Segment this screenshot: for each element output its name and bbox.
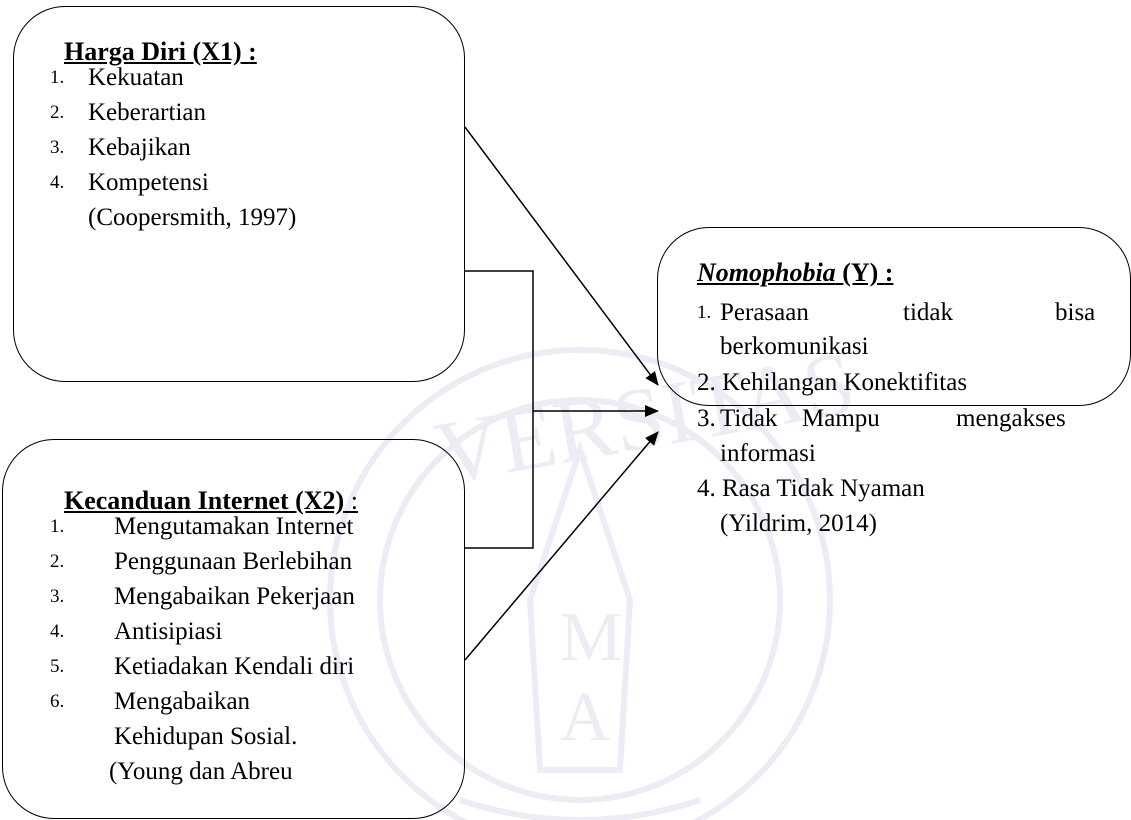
y-item-3-word-3: mengakses xyxy=(956,405,1066,432)
svg-text:A: A xyxy=(560,679,611,756)
box-harga-diri xyxy=(13,6,465,382)
x1-num-1: 1. xyxy=(50,67,65,88)
y-item-1-word-3: bisa xyxy=(1055,299,1096,326)
x2-item-2: Penggunaan Berlebihan xyxy=(114,548,353,575)
x2-item-6: Mengabaikan xyxy=(114,688,251,715)
x2-num-6: 6. xyxy=(50,691,65,712)
x2-item-4: Antisipiasi xyxy=(114,618,223,645)
y-item-1-cont: berkomunikasi xyxy=(720,333,869,360)
bracket-x1-x2 xyxy=(465,270,534,549)
y-citation: (Yildrim, 2014) xyxy=(720,510,877,537)
x2-item-1: Mengutamakan Internet xyxy=(114,513,354,540)
y-item-3-word-2: Mampu xyxy=(802,405,880,432)
y-item-1-word-2: tidak xyxy=(903,299,953,326)
y-title: Nomophobia (Y) : xyxy=(697,258,894,287)
y-num-1: 1. xyxy=(697,302,712,323)
x2-num-3: 3. xyxy=(50,586,65,607)
x2-num-2: 2. xyxy=(50,551,65,572)
x2-item-6-cont: Kehidupan Sosial. xyxy=(114,723,298,750)
y-item-3-word-1: Tidak xyxy=(720,405,778,432)
x2-title: Kecanduan Internet (X2) : xyxy=(64,486,358,515)
arrow-x1-to-y xyxy=(464,126,659,386)
x2-item-5: Ketiadakan Kendali diri xyxy=(114,653,355,680)
x2-num-5: 5. xyxy=(50,656,65,677)
university-watermark: VERSITAS M A xyxy=(327,333,862,820)
x1-item-4: Kompetensi xyxy=(88,169,209,196)
x1-item-2: Keberartian xyxy=(88,99,206,126)
y-item-3-cont: informasi xyxy=(720,440,816,467)
x2-num-4: 4. xyxy=(50,621,65,642)
x2-citation: (Young dan Abreu xyxy=(109,758,293,785)
x1-num-4: 4. xyxy=(50,172,65,193)
x2-num-1: 1. xyxy=(50,516,65,537)
x1-num-3: 3. xyxy=(50,137,65,158)
x1-citation: (Coopersmith, 1997) xyxy=(88,204,297,231)
x1-item-3: Kebajikan xyxy=(88,134,191,161)
y-item-4: 4. Rasa Tidak Nyaman xyxy=(697,475,925,502)
y-item-3-num: 3. xyxy=(697,405,716,432)
y-item-2: 2. Kehilangan Konektifitas xyxy=(697,369,968,396)
y-item-1-word-1: Perasaan xyxy=(720,299,809,326)
x2-item-3: Mengabaikan Pekerjaan xyxy=(114,583,355,610)
x1-num-2: 2. xyxy=(50,102,65,123)
arrow-x2-to-y xyxy=(464,431,659,661)
x1-title: Harga Diri (X1) : xyxy=(64,37,257,66)
x1-item-1: Kekuatan xyxy=(88,64,184,91)
svg-text:M: M xyxy=(560,599,622,676)
